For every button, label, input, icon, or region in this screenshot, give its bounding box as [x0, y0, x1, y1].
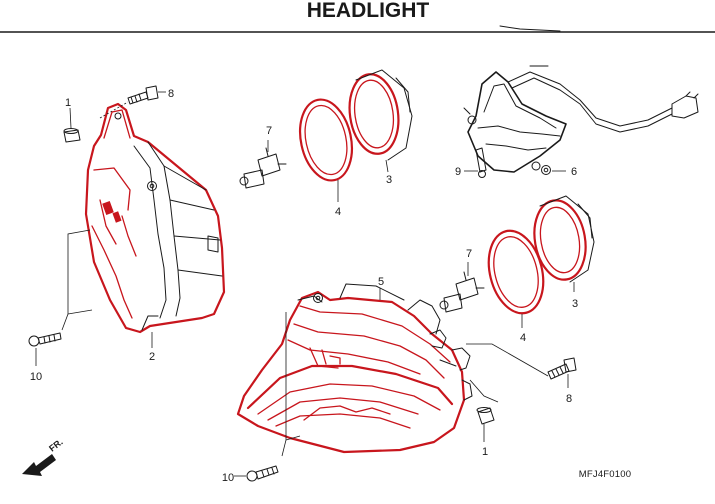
front-direction-label: FR.	[47, 437, 65, 454]
callout-lower-right-8: 8	[566, 393, 572, 405]
part-1-collar-lower	[469, 379, 499, 442]
callout-lower-mid-4: 4	[520, 332, 526, 344]
diagram-title: HEADLIGHT	[307, 0, 430, 22]
part-8-bolt-upper	[99, 85, 166, 119]
part-10-screw-lower	[234, 312, 301, 482]
part-1-collar-upper	[63, 107, 81, 143]
callout-upper-mid-7: 7	[266, 125, 272, 137]
part-4-o-ring-upper	[299, 98, 353, 202]
part-9-screw-upper-right	[464, 147, 487, 178]
part-7-bulb-lower	[439, 262, 485, 313]
part-6-nut-upper-right	[541, 165, 566, 175]
callout-upper-right-9: 9	[455, 166, 461, 178]
position-light-unit	[463, 65, 699, 173]
part-2-headlight-side-cover	[84, 102, 226, 334]
front-arrow-icon	[22, 454, 56, 476]
callout-lower-mid-5: 5	[378, 276, 384, 288]
callout-upper-left-2: 2	[149, 351, 155, 363]
callout-upper-mid-4: 4	[335, 206, 341, 218]
callout-lower-left-10: 10	[222, 472, 234, 484]
part-4-o-ring-lower	[487, 229, 545, 328]
callout-upper-left-1: 1	[65, 97, 71, 109]
title-pencil-mark	[499, 25, 561, 32]
callout-lower-right-1: 1	[482, 446, 488, 458]
callout-upper-left-8: 8	[168, 88, 174, 100]
callout-lower-mid-3: 3	[572, 298, 578, 310]
part-3-socket-lower	[533, 195, 595, 292]
diagram-reference-code: MFJ4F0100	[579, 469, 632, 480]
part-7-bulb-upper	[239, 140, 287, 189]
front-direction-marker: FR.	[22, 437, 65, 476]
part-8-bolt-lower	[466, 343, 577, 388]
part-3-socket-upper	[348, 69, 413, 173]
callout-upper-right-6: 6	[571, 166, 577, 178]
part-10-screw-left	[28, 229, 93, 366]
callout-lower-mid-7: 7	[466, 248, 472, 260]
part-5-headlight-assembly	[236, 283, 473, 454]
callout-upper-mid-3: 3	[386, 174, 392, 186]
callout-upper-left-10: 10	[30, 371, 42, 383]
